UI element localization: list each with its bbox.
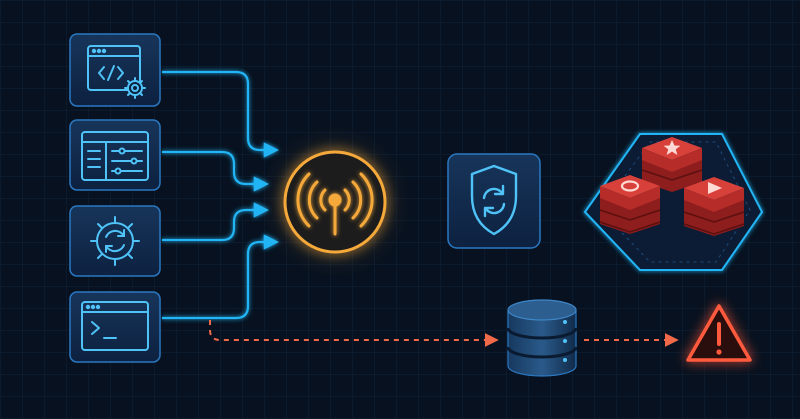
shield-sync-icon bbox=[470, 164, 518, 236]
connector-code-to-hub bbox=[162, 70, 280, 158]
connector-terminal-to-database bbox=[209, 320, 499, 347]
fallback-connectors bbox=[209, 320, 679, 347]
cache-node-star[interactable] bbox=[641, 137, 703, 192]
source-dashboard[interactable] bbox=[69, 119, 161, 191]
cache-node-circle[interactable] bbox=[599, 175, 661, 234]
connector-sync-to-hub bbox=[162, 202, 270, 242]
warning-triangle-icon bbox=[686, 304, 752, 362]
alert[interactable] bbox=[686, 304, 752, 362]
broadcast-antenna-icon bbox=[296, 172, 374, 236]
source-terminal[interactable] bbox=[69, 291, 161, 363]
source-connectors bbox=[162, 70, 280, 320]
gear-sync-icon bbox=[90, 216, 140, 266]
source-code-config[interactable] bbox=[69, 33, 161, 107]
circle-icon bbox=[620, 180, 640, 192]
dashboard-sliders-icon bbox=[81, 131, 149, 181]
cache-cluster[interactable] bbox=[583, 133, 764, 271]
connector-terminal-to-hub bbox=[162, 234, 280, 320]
cache-cluster-icon bbox=[583, 133, 764, 271]
broadcast-hub[interactable] bbox=[259, 126, 411, 278]
star-icon bbox=[663, 140, 681, 155]
connector-dashboard-to-hub bbox=[162, 150, 270, 192]
play-triangle-icon bbox=[708, 182, 722, 194]
code-window-gear-icon bbox=[87, 45, 146, 99]
database-icon bbox=[506, 299, 578, 377]
cache-node-play[interactable] bbox=[683, 177, 745, 236]
source-sync-service[interactable] bbox=[69, 205, 161, 277]
database[interactable] bbox=[506, 299, 578, 377]
terminal-window-icon bbox=[81, 301, 149, 351]
security-gateway[interactable] bbox=[447, 153, 541, 249]
